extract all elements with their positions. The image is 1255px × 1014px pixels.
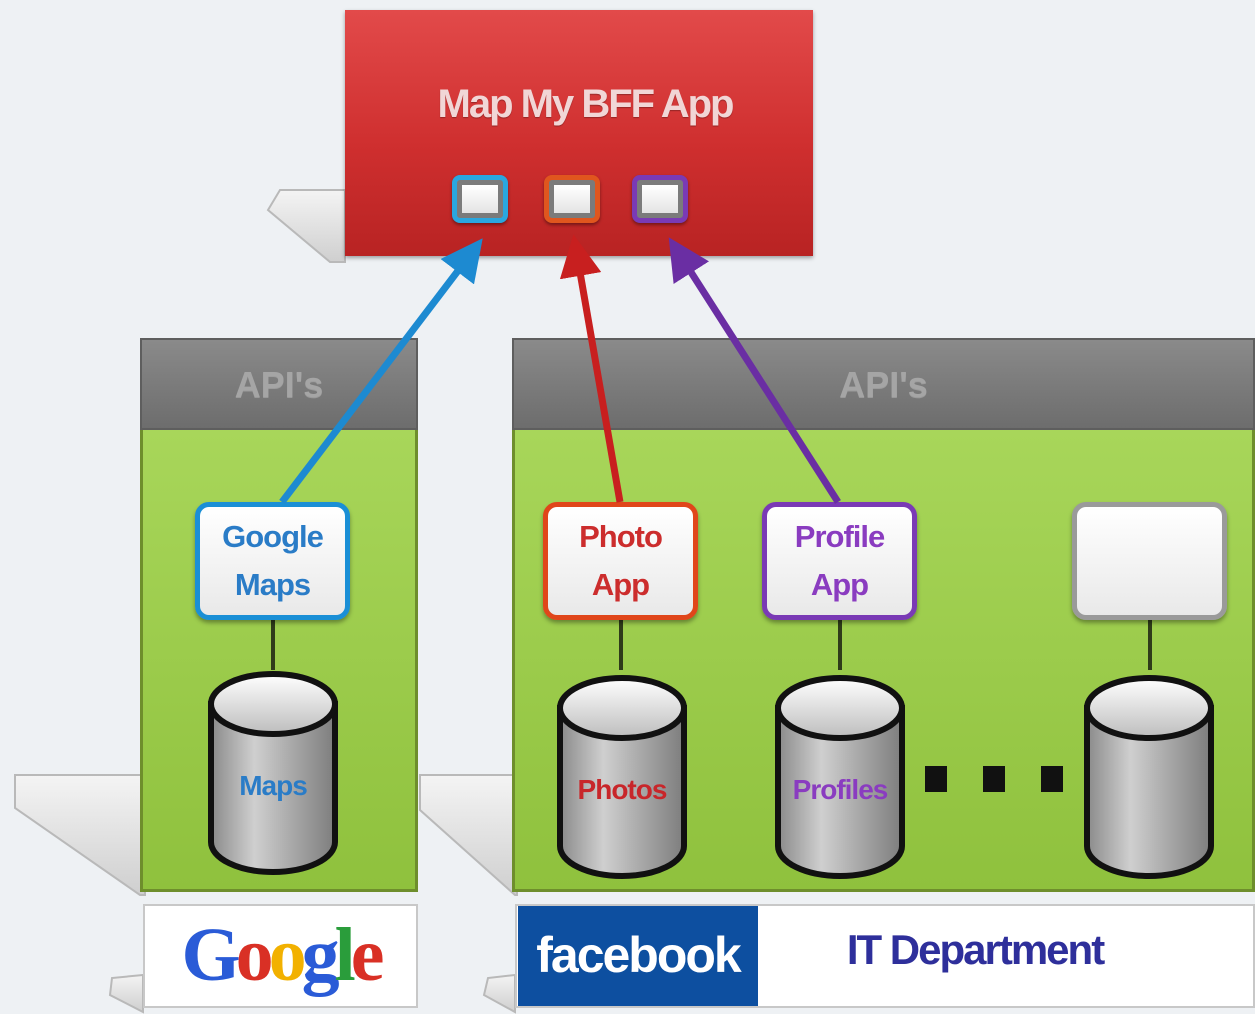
photo-arrow	[559, 234, 624, 503]
maps-database-label: Maps	[239, 770, 308, 801]
photo-app-line1: Photo	[579, 519, 663, 554]
profiles-database-label: Profiles	[792, 774, 889, 805]
photo-slot	[544, 175, 600, 223]
profile-app-line1: Profile	[794, 519, 885, 554]
photo-app-line2: App	[591, 567, 650, 602]
maps-slot	[452, 175, 508, 223]
ellipsis-dot-2	[983, 766, 1005, 792]
google-logo-letter: o	[235, 913, 274, 997]
profile-arrow	[668, 237, 841, 504]
google-logo-letter: g	[301, 913, 340, 997]
photos-database-icon	[557, 675, 687, 879]
profile-connector	[838, 620, 842, 670]
google-logo-box	[143, 904, 418, 1008]
maps-connector	[271, 620, 275, 670]
blank-database-icon	[1084, 675, 1214, 879]
profile-slot	[632, 175, 688, 223]
photos-database-label: Photos	[577, 774, 668, 805]
profiles-database-icon	[775, 675, 905, 879]
facebook-logo-text: facebook	[536, 927, 742, 983]
facebook-logo-box	[518, 906, 758, 1006]
google-logo-letter: o	[268, 913, 307, 997]
facebook-api-label: API's	[839, 364, 928, 405]
maps-database-icon	[208, 671, 338, 875]
maps-arrow	[279, 238, 483, 505]
facebook-api-header	[512, 338, 1255, 430]
blank-connector	[1148, 620, 1152, 670]
google-maps-line1: Google	[222, 519, 324, 554]
google-maps-line2: Maps	[234, 567, 311, 602]
google-logo-letter: l	[334, 913, 356, 997]
ellipsis-dot-3	[1041, 766, 1063, 792]
ellipsis-dot-1	[925, 766, 947, 792]
profile-app-line2: App	[810, 567, 869, 602]
it-department-label: IT Department	[846, 926, 1105, 973]
google-logo-letter: G	[181, 913, 241, 997]
google-logo-letter: e	[350, 913, 385, 997]
blank-service-box	[1072, 502, 1227, 620]
photo-connector	[619, 620, 623, 670]
app-title: Map My BFF App	[437, 82, 735, 126]
google-logo: Google	[143, 912, 418, 999]
google-api-label: API's	[234, 364, 324, 405]
